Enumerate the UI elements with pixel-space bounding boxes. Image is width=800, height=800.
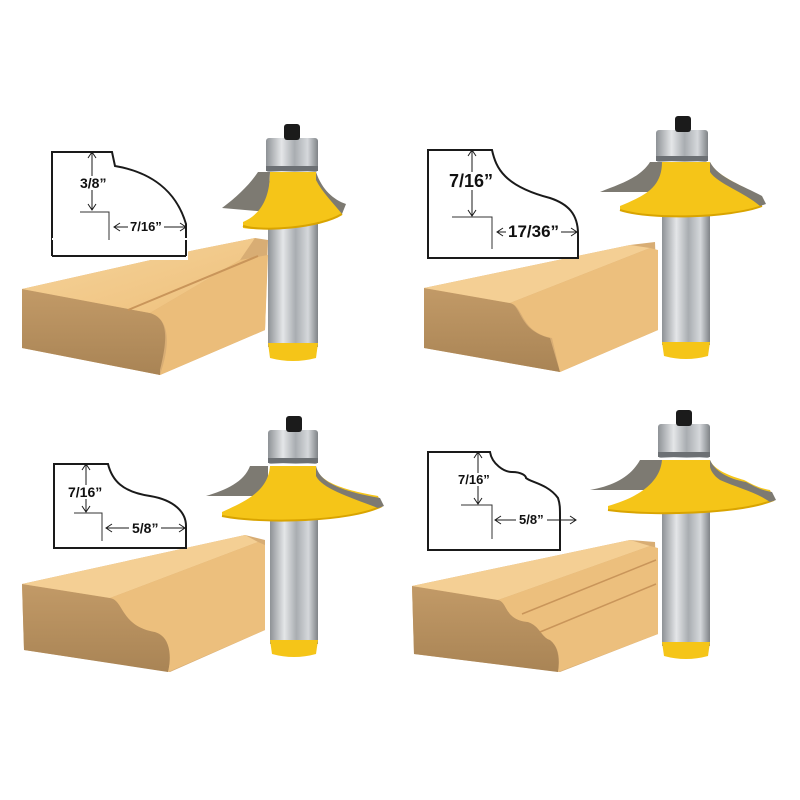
router-bit	[590, 410, 776, 659]
width-dimension-label: 7/16”	[128, 219, 164, 234]
wood-block	[22, 238, 268, 375]
wood-block	[22, 535, 265, 672]
height-dimension-label: 3/8”	[80, 175, 107, 191]
router-bit	[600, 116, 766, 359]
width-dimension-label: 5/8”	[129, 521, 162, 535]
wood-block	[412, 540, 658, 672]
profile-diagram	[53, 463, 187, 549]
height-dimension-label: 7/16”	[68, 484, 103, 500]
width-dimension-label: 17/36”	[506, 222, 562, 241]
router-bit-illustration	[22, 416, 384, 672]
router-bit-illustration	[22, 124, 346, 375]
product-panel-bottom-right: 7/16” 5/8”	[400, 400, 800, 800]
profile-diagram	[427, 149, 579, 259]
product-panel-top-left: 3/8” 7/16”	[0, 0, 400, 400]
product-panel-top-right: 7/16” 17/36”	[400, 0, 800, 400]
product-panel-bottom-left: 7/16” 5/8”	[0, 400, 400, 800]
profile-diagram	[51, 151, 188, 260]
wood-block	[424, 242, 658, 372]
profile-diagram	[427, 451, 577, 551]
height-dimension-label: 7/16”	[458, 472, 490, 487]
router-bit-illustration	[424, 116, 766, 372]
router-bit	[206, 416, 384, 657]
router-bit-illustration	[412, 410, 776, 672]
width-dimension-label: 5/8”	[516, 513, 547, 526]
height-dimension-label: 7/16”	[449, 171, 494, 191]
router-bit	[222, 124, 346, 361]
